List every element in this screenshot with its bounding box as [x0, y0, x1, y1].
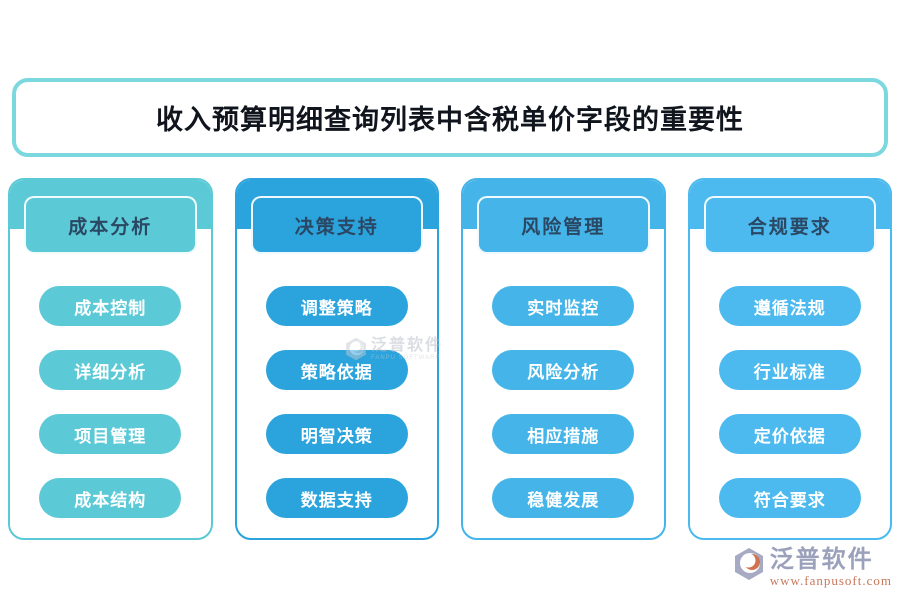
- card-header-decision-support: 决策支持: [250, 196, 423, 254]
- pill-item: 详细分析: [39, 350, 182, 390]
- pill-item: 遵循法规: [718, 286, 861, 326]
- title-banner: 收入预算明细查询列表中含税单价字段的重要性: [12, 78, 888, 157]
- pill-item: 稳健发展: [492, 478, 635, 518]
- page-title: 收入预算明细查询列表中含税单价字段的重要性: [156, 105, 744, 135]
- card-risk-management: 风险管理 实时监控 风险分析 相应措施 稳健发展: [461, 178, 666, 540]
- card-header-compliance: 合规要求: [703, 196, 876, 254]
- card-header-label: 合规要求: [747, 216, 832, 238]
- pill-item: 数据支持: [265, 478, 408, 518]
- card-header-risk-management: 风险管理: [477, 196, 650, 254]
- vendor-url: www.fanpusoft.com: [769, 573, 892, 588]
- card-header-label: 决策支持: [294, 216, 379, 238]
- pill-item: 项目管理: [39, 414, 182, 454]
- card-header-cost-analysis: 成本分析: [24, 196, 197, 254]
- pill-item: 相应措施: [492, 414, 635, 454]
- pill-item: 明智决策: [265, 414, 408, 454]
- vendor-logo: 泛普软件 www.fanpusoft.com: [732, 547, 892, 588]
- card-items: 调整策略 策略依据 明智决策 数据支持: [237, 286, 438, 518]
- pill-item: 成本结构: [39, 478, 182, 518]
- card-decision-support: 决策支持 调整策略 策略依据 明智决策 数据支持: [234, 178, 439, 540]
- category-columns: 成本分析 成本控制 详细分析 项目管理 成本结构 决策支持 调整策略 策略依据 …: [8, 178, 892, 540]
- fanpu-logo-icon: [734, 548, 763, 580]
- pill-item: 调整策略: [265, 286, 408, 326]
- pill-item: 实时监控: [492, 286, 635, 326]
- card-header-label: 风险管理: [521, 216, 606, 238]
- pill-item: 行业标准: [718, 350, 861, 390]
- vendor-name: 泛普软件: [769, 546, 874, 573]
- pill-item: 策略依据: [265, 350, 408, 390]
- pill-item: 定价依据: [718, 414, 861, 454]
- card-header-label: 成本分析: [68, 216, 153, 238]
- pill-item: 风险分析: [492, 350, 635, 390]
- pill-item: 符合要求: [718, 478, 861, 518]
- card-items: 实时监控 风险分析 相应措施 稳健发展: [463, 286, 664, 518]
- card-items: 成本控制 详细分析 项目管理 成本结构: [10, 286, 211, 518]
- pill-item: 成本控制: [39, 286, 182, 326]
- card-cost-analysis: 成本分析 成本控制 详细分析 项目管理 成本结构: [8, 178, 213, 540]
- card-items: 遵循法规 行业标准 定价依据 符合要求: [690, 286, 891, 518]
- card-compliance: 合规要求 遵循法规 行业标准 定价依据 符合要求: [687, 178, 892, 540]
